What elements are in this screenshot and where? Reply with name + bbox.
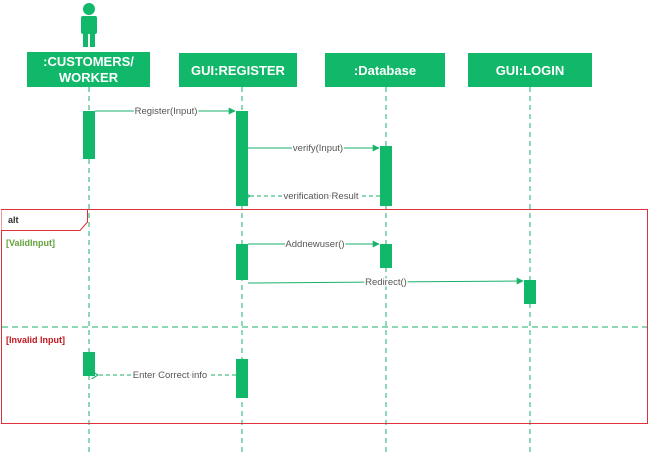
message-enter-correct-info: Enter Correct info [98,369,236,383]
activation-customer-1 [83,111,95,159]
message-verify: verify(Input) [248,142,380,156]
alt-operator-label: alt [8,215,19,225]
lifeline-header-register: GUI:REGISTER [179,53,297,87]
activation-register-2 [236,244,248,280]
lifeline-database-label: :Database [354,63,416,78]
message-add-new-user-label: Addnewuser() [285,239,344,250]
activation-register-1 [236,111,248,206]
message-register-label: Register(Input) [135,106,198,117]
person-icon [81,3,97,47]
lifeline-customer-label-line1: :CUSTOMERS/ [43,54,134,69]
lifeline-register-label: GUI:REGISTER [191,63,286,78]
guard-invalid-input: [Invalid Input] [6,335,65,345]
message-redirect: Redirect() [247,276,524,290]
lifeline-header-database: :Database [325,53,445,87]
message-add-new-user: Addnewuser() [248,238,380,252]
activation-database-2 [380,244,392,268]
message-verify-label: verify(Input) [293,143,343,154]
activation-database-1 [380,146,392,206]
activation-login-1 [524,280,536,304]
alt-fragment: alt [ValidInput] [Invalid Input] [1,209,648,424]
lifeline-login-label: GUI:LOGIN [496,63,565,78]
activation-register-3 [236,359,248,398]
alt-fragment-tab [1,209,88,231]
lifeline-header-customer: :CUSTOMERS/ WORKER [27,52,150,87]
lifeline-header-login: GUI:LOGIN [468,53,592,87]
lifeline-customer-label-line2: WORKER [59,70,119,85]
message-redirect-label: Redirect() [365,277,407,288]
activation-customer-2 [83,352,95,376]
message-verification-result-label: verification Result [284,191,359,202]
message-verification-result: verification Result [250,190,380,204]
message-enter-correct-info-label: Enter Correct info [133,370,207,381]
guard-valid-input: [ValidInput] [6,238,55,248]
message-register: Register(Input) [95,105,236,119]
